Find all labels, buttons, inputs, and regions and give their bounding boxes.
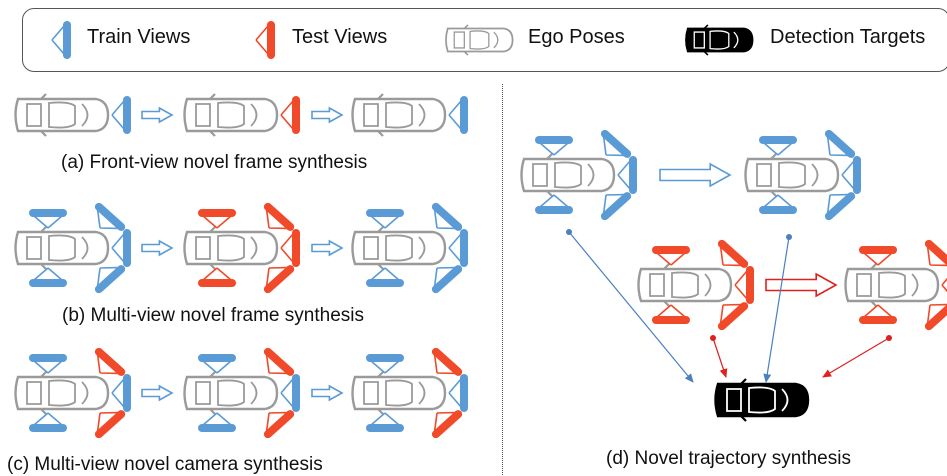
b-arrow-2: [311, 239, 344, 257]
panel-divider: [502, 84, 503, 475]
c-rig-1-cam-right: [29, 412, 67, 432]
d-rig-train-1-cam-right: [535, 194, 573, 214]
d-car-test-1: [637, 263, 733, 307]
legend-test-label: Test Views: [292, 26, 388, 48]
d-rig-train-2-cam-right: [759, 194, 797, 214]
legend-ego-icon: [445, 24, 514, 56]
d-rig-test-2-cam-right: [859, 304, 897, 324]
d-arrow-test: [765, 272, 838, 298]
a-cam-2: [280, 96, 300, 134]
b-rig-3-cam-front: [448, 229, 468, 267]
d-car-train-1: [520, 153, 616, 197]
c-rig-2-cam-right: [198, 412, 236, 432]
a-cam-1: [111, 96, 131, 134]
caption-a: (a) Front-view novel frame synthesis: [61, 152, 368, 173]
b-arrow-1: [141, 239, 174, 257]
d-rig-test-1-cam-right: [652, 304, 690, 324]
d-rig-train-2-cam-left: [759, 136, 797, 156]
d-rig-train-2-cam-front-right: [824, 192, 856, 221]
c-rig-2-cam-front-right: [263, 410, 295, 439]
d-rig-test-2-cam-left: [859, 246, 897, 266]
c-arrow-2: [311, 384, 344, 402]
d-target-car: [714, 378, 810, 422]
caption-b: (b) Multi-view novel frame synthesis: [62, 305, 364, 326]
b-rig-2-cam-front: [280, 229, 300, 267]
d-rig-train-1-cam-front: [617, 156, 637, 194]
b-rig-3-cam-front-left: [431, 202, 463, 231]
a-arrow-2: [311, 106, 344, 124]
c-rig-2-cam-front-left: [263, 347, 295, 376]
c-arrow-1: [141, 384, 174, 402]
a-arrow-1: [141, 106, 174, 124]
b-rig-1-cam-front-left: [94, 202, 126, 231]
b-car-3: [351, 226, 447, 270]
d-rig-test-2-cam-front-left: [924, 239, 947, 268]
b-rig-3-cam-right: [366, 267, 404, 287]
b-rig-1-cam-front-right: [94, 265, 126, 294]
d-rig-test-2-cam-front-right: [924, 302, 947, 331]
legend-train-icon: [51, 21, 71, 59]
c-rig-3-cam-front-right: [431, 410, 463, 439]
a-cam-3: [448, 96, 468, 134]
legend-box: [22, 8, 947, 72]
b-rig-3-cam-left: [366, 209, 404, 229]
legend-target-icon: [685, 24, 754, 56]
d-link-test-1: [712, 337, 728, 378]
b-rig-2-cam-right: [198, 267, 236, 287]
c-car-3: [351, 371, 447, 415]
c-car-2: [183, 371, 279, 415]
b-rig-2-cam-front-left: [263, 202, 295, 231]
d-car-train-2: [744, 153, 840, 197]
c-rig-1-cam-front-left: [94, 347, 126, 376]
caption-c: (c) Multi-view novel camera synthesis: [7, 454, 323, 475]
c-rig-3-cam-front: [448, 374, 468, 412]
d-link-train-2: [763, 236, 790, 383]
c-rig-2-cam-front: [280, 374, 300, 412]
d-rig-test-2-cam-front: [941, 277, 947, 293]
legend-target-label: Detection Targets: [770, 26, 926, 48]
d-rig-test-1-cam-front-right: [717, 302, 749, 331]
c-rig-1-cam-left: [29, 354, 67, 374]
d-rig-test-1-cam-front: [734, 266, 754, 304]
d-arrow-train: [659, 162, 732, 188]
d-car-test-2: [844, 263, 940, 307]
d-rig-train-1-cam-left: [535, 136, 573, 156]
caption-d: (d) Novel trajectory synthesis: [606, 448, 851, 469]
d-rig-train-2-cam-front: [841, 156, 861, 194]
b-rig-2-cam-left: [198, 209, 236, 229]
b-rig-3-cam-front-right: [431, 265, 463, 294]
c-rig-3-cam-right: [366, 412, 404, 432]
b-rig-1-cam-right: [29, 267, 67, 287]
c-rig-3-cam-front-left: [431, 347, 463, 376]
d-link-test-2: [822, 337, 890, 378]
b-car-1: [14, 226, 110, 270]
legend-train-label: Train Views: [87, 26, 191, 48]
c-rig-3-cam-left: [366, 354, 404, 374]
c-rig-1-cam-front: [111, 374, 131, 412]
d-rig-test-1-cam-left: [652, 246, 690, 266]
d-rig-train-1-cam-front-left: [600, 129, 632, 158]
c-car-1: [14, 371, 110, 415]
b-rig-1-cam-front: [111, 229, 131, 267]
b-car-2: [183, 226, 279, 270]
d-rig-test-1-cam-front-left: [717, 239, 749, 268]
legend-test-icon: [255, 21, 275, 59]
b-rig-1-cam-left: [29, 209, 67, 229]
c-rig-1-cam-front-right: [94, 410, 126, 439]
legend-ego-label: Ego Poses: [528, 26, 625, 48]
a-car-2: [183, 93, 279, 137]
d-rig-train-1-cam-front-right: [600, 192, 632, 221]
b-rig-2-cam-front-right: [263, 265, 295, 294]
d-rig-train-2-cam-front-left: [824, 129, 856, 158]
a-car-1: [14, 93, 110, 137]
a-car-3: [351, 93, 447, 137]
c-rig-2-cam-left: [198, 354, 236, 374]
d-link-train-1: [568, 231, 694, 383]
